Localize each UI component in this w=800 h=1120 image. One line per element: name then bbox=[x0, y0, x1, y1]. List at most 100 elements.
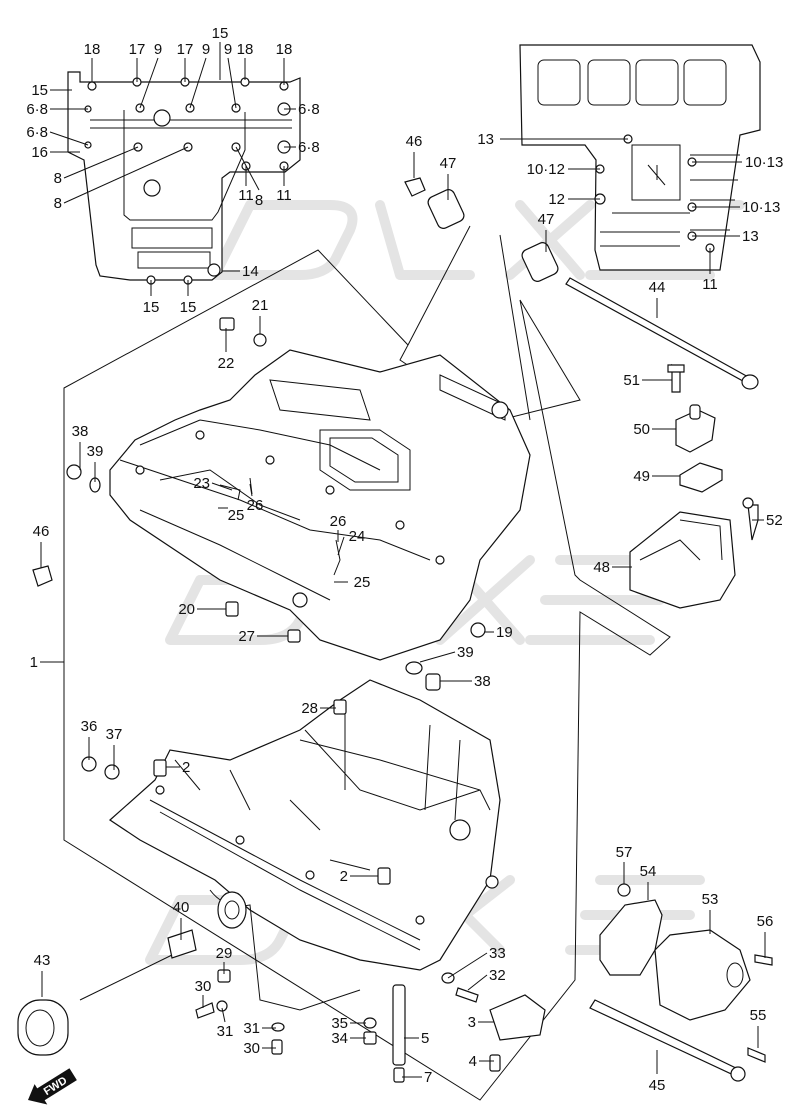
part-callout-label: 34 bbox=[331, 1030, 348, 1047]
part-callout-label: 25 bbox=[354, 574, 371, 591]
part-callout-label: 11 bbox=[702, 276, 718, 293]
leader-line bbox=[189, 57, 207, 109]
part-callout-label: 55 bbox=[750, 1007, 767, 1024]
part-callout-label: 22 bbox=[218, 355, 235, 372]
part-callout-label: 26 bbox=[330, 513, 347, 530]
part-callout-label: 29 bbox=[216, 945, 233, 962]
leader-line bbox=[227, 57, 237, 109]
dowel-parts-top bbox=[404, 177, 759, 421]
part-callout-label: 54 bbox=[640, 863, 657, 880]
part-callout-label: 26 bbox=[247, 497, 264, 514]
part-callout-label: 4 bbox=[469, 1053, 477, 1070]
part-callout-label: 9 bbox=[154, 41, 162, 58]
part-callout-label: 49 bbox=[633, 468, 650, 485]
part-callout-label: 47 bbox=[538, 211, 555, 228]
water-pump-group bbox=[589, 883, 773, 1082]
part-callout-label: 15 bbox=[143, 299, 160, 316]
part-callout-label: 25 bbox=[228, 507, 245, 524]
part-callout-label: 9 bbox=[202, 41, 210, 58]
part-callout-label: 20 bbox=[178, 601, 195, 618]
part-callout-label: 10·13 bbox=[742, 199, 780, 216]
leader-line bbox=[139, 57, 159, 109]
part-callout-label: 43 bbox=[34, 952, 51, 969]
leader-line bbox=[447, 952, 488, 979]
part-callout-label: 3 bbox=[468, 1014, 476, 1031]
part-callout-label: 17 bbox=[177, 41, 194, 58]
part-callout-label: 52 bbox=[766, 512, 783, 529]
breather-cover-group bbox=[629, 363, 759, 609]
leader-line bbox=[63, 146, 139, 179]
part-callout-label: 47 bbox=[440, 155, 457, 172]
part-callout-label: 8 bbox=[255, 192, 263, 209]
part-callout-label: 36 bbox=[81, 718, 98, 735]
part-callout-label: 56 bbox=[757, 913, 774, 930]
part-callout-label: 23 bbox=[193, 475, 210, 492]
part-callout-label: 17 bbox=[129, 41, 146, 58]
leader-line bbox=[221, 1007, 226, 1023]
part-callout-label: 48 bbox=[593, 559, 610, 576]
part-callout-label: 16 bbox=[31, 144, 48, 161]
part-callout-label: 7 bbox=[424, 1069, 432, 1086]
part-callout-label: 10·13 bbox=[745, 154, 783, 171]
part-callout-label: 30 bbox=[195, 978, 212, 995]
part-callout-label: 39 bbox=[87, 443, 104, 460]
part-callout-label: 27 bbox=[238, 628, 255, 645]
part-callout-label: 9 bbox=[224, 41, 232, 58]
part-callout-label: 33 bbox=[489, 945, 506, 962]
part-callout-label: 8 bbox=[54, 195, 62, 212]
part-callout-label: 38 bbox=[474, 673, 491, 690]
part-callout-label: 1 bbox=[30, 654, 38, 671]
part-callout-label: 11 bbox=[238, 187, 254, 204]
part-callout-label: 21 bbox=[252, 297, 269, 314]
part-callout-label: 53 bbox=[702, 891, 719, 908]
part-callout-label: 13 bbox=[742, 228, 759, 245]
part-callout-label: 2 bbox=[182, 759, 190, 776]
leader-line bbox=[49, 131, 89, 146]
part-callout-label: 15 bbox=[31, 82, 48, 99]
part-callout-label: 14 bbox=[242, 263, 259, 280]
leader-line bbox=[467, 974, 488, 991]
leader-line bbox=[63, 146, 189, 204]
part-callout-label: 51 bbox=[623, 372, 640, 389]
part-callout-label: 28 bbox=[301, 700, 318, 717]
part-callout-label: 46 bbox=[33, 523, 50, 540]
leader-line bbox=[235, 146, 260, 191]
part-callout-label: 50 bbox=[633, 421, 650, 438]
part-callout-label: 8 bbox=[54, 170, 62, 187]
part-callout-label: 10·12 bbox=[527, 161, 565, 178]
leader-line bbox=[249, 483, 253, 497]
small-parts bbox=[17, 317, 546, 1083]
part-callout-label: 6·8 bbox=[298, 101, 320, 118]
fwd-arrow-icon bbox=[28, 1068, 77, 1105]
part-callout-label: 18 bbox=[84, 41, 101, 58]
leader-line bbox=[337, 536, 345, 556]
part-callout-label: 32 bbox=[489, 967, 506, 984]
upper-crankcase bbox=[109, 349, 531, 661]
part-callout-label: 38 bbox=[72, 423, 89, 440]
part-callout-label: 39 bbox=[457, 644, 474, 661]
part-callout-label: 11 bbox=[276, 187, 292, 204]
part-callout-label: 31 bbox=[243, 1020, 260, 1037]
lower-crankcase bbox=[109, 679, 501, 1011]
part-callout-label: 24 bbox=[349, 528, 366, 545]
part-callout-label: 37 bbox=[106, 726, 123, 743]
part-callout-label: 18 bbox=[276, 41, 293, 58]
part-callout-label: 35 bbox=[331, 1015, 348, 1032]
part-callout-label: 6·8 bbox=[26, 101, 48, 118]
part-callout-label: 46 bbox=[406, 133, 423, 150]
part-callout-label: 13 bbox=[477, 131, 494, 148]
part-callout-label: 18 bbox=[237, 41, 254, 58]
part-callout-label: 45 bbox=[649, 1077, 666, 1094]
part-callout-label: 40 bbox=[173, 899, 190, 916]
part-callout-label: 6·8 bbox=[298, 139, 320, 156]
part-callout-label: 44 bbox=[649, 279, 666, 296]
part-callout-label: 19 bbox=[496, 624, 513, 641]
fwd-direction-indicator: FWD bbox=[28, 1068, 77, 1105]
part-callout-label: 15 bbox=[212, 25, 229, 42]
leader-line bbox=[211, 482, 233, 491]
part-callout-label: 30 bbox=[243, 1040, 260, 1057]
part-callout-label: 2 bbox=[340, 868, 348, 885]
lower-crankcase-inset bbox=[67, 71, 301, 285]
